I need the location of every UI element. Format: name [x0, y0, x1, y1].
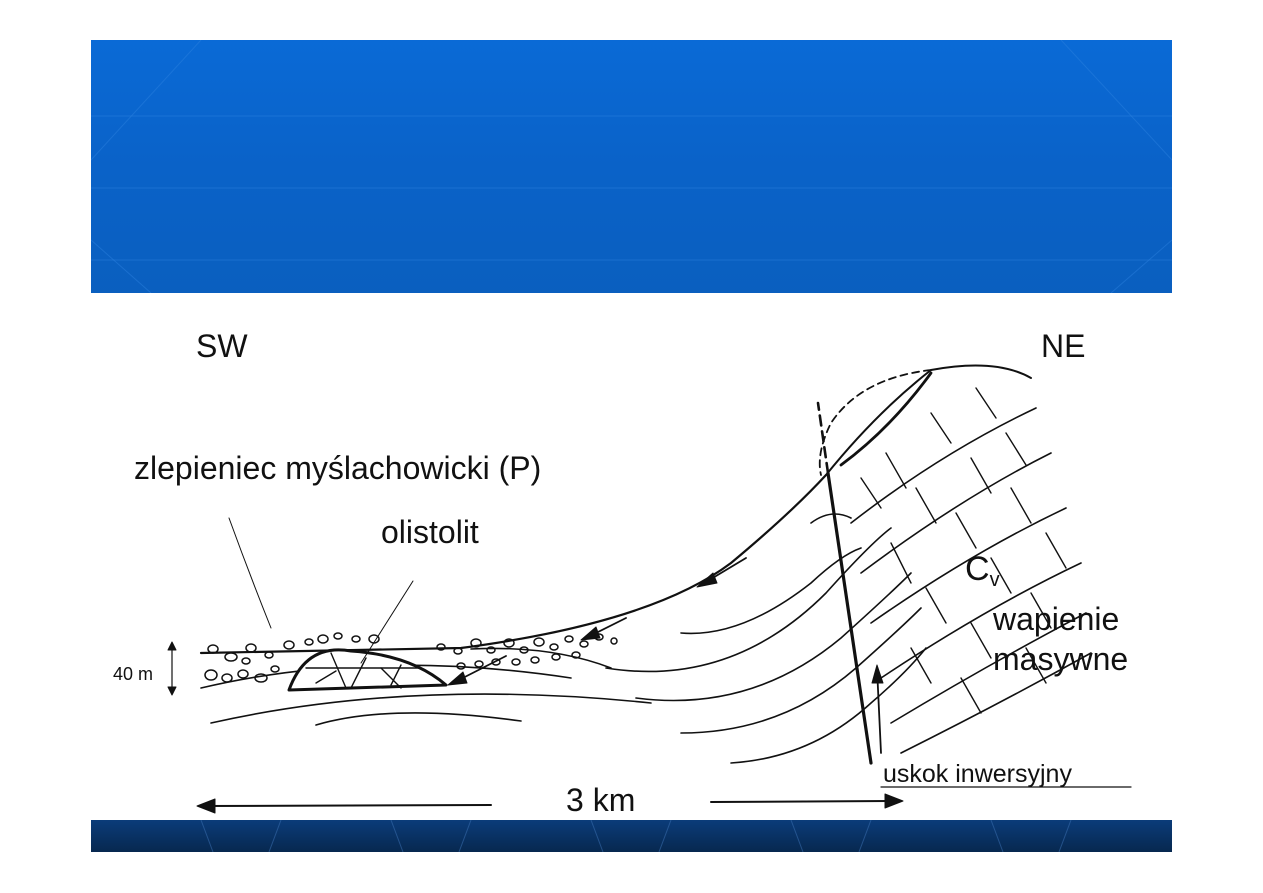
stratum-line [605, 527, 892, 673]
leader-olistolith [360, 580, 414, 664]
label-scale: 3 km [566, 782, 635, 818]
limestone-bed-line [870, 507, 1067, 624]
slide-arrow-head [696, 572, 718, 588]
slide-arrow-head [447, 671, 468, 686]
label-olistolith: olistolit [381, 514, 479, 550]
header-band [91, 40, 1172, 294]
slide: SW NE zlepieniec myślachowicki (P) olist… [91, 40, 1172, 852]
stratum-line [810, 513, 852, 524]
stratum-line [730, 647, 927, 764]
scale-line-right [710, 800, 897, 803]
limestone-bed-line [900, 652, 1092, 754]
header-pattern [91, 40, 1172, 294]
label-conglomerate: zlepieniec myślachowicki (P) [134, 450, 541, 486]
limestone-bed-line [850, 407, 1037, 524]
limestone-bed-line [890, 612, 1087, 724]
label-fault: uskok inwersyjny [883, 760, 1072, 788]
fault-dashed-extension [816, 401, 830, 475]
label-unit-subscript: v [990, 569, 1000, 591]
geological-cross-section: SW NE zlepieniec myślachowicki (P) olist… [113, 328, 1132, 818]
stratum-line [470, 647, 612, 669]
label-limestone-line1: wapienie [992, 601, 1119, 637]
conglomerate-pebbles [204, 632, 618, 683]
olistolith-hatch [305, 652, 422, 689]
label-thickness: 40 m [113, 664, 153, 684]
thickness-arrow-top [167, 641, 177, 651]
limestone-bed-line [880, 562, 1082, 679]
stratum-line [680, 607, 922, 734]
label-sw: SW [196, 328, 248, 364]
slide-arrow-head [580, 626, 601, 641]
thickness-arrow-bottom [167, 686, 177, 696]
slide-curve [839, 371, 933, 467]
label-ne: NE [1041, 328, 1085, 364]
leader-conglomerate [228, 517, 272, 629]
label-unit: Cv [965, 550, 1000, 591]
stratum-line [210, 693, 652, 724]
scale-arrow-left [196, 798, 216, 814]
fault-line [826, 471, 873, 765]
scale-arrow-right [884, 793, 904, 809]
stratum-line [315, 712, 522, 726]
hill-crest-line [825, 364, 1032, 476]
stratum-line [680, 547, 862, 635]
olistolith-outline [287, 648, 448, 692]
scale-line-left [200, 804, 492, 807]
stratum-line [635, 572, 912, 702]
limestone-joints [860, 387, 1067, 714]
label-limestone-line2: masywne [993, 641, 1128, 677]
eroded-dashed-line [818, 369, 932, 476]
label-unit-symbol: C [965, 550, 990, 588]
footer-pattern [200, 819, 1072, 852]
limestone-bed-line [860, 452, 1052, 574]
fault-arrow-head [871, 664, 884, 684]
footer-band [91, 819, 1172, 852]
